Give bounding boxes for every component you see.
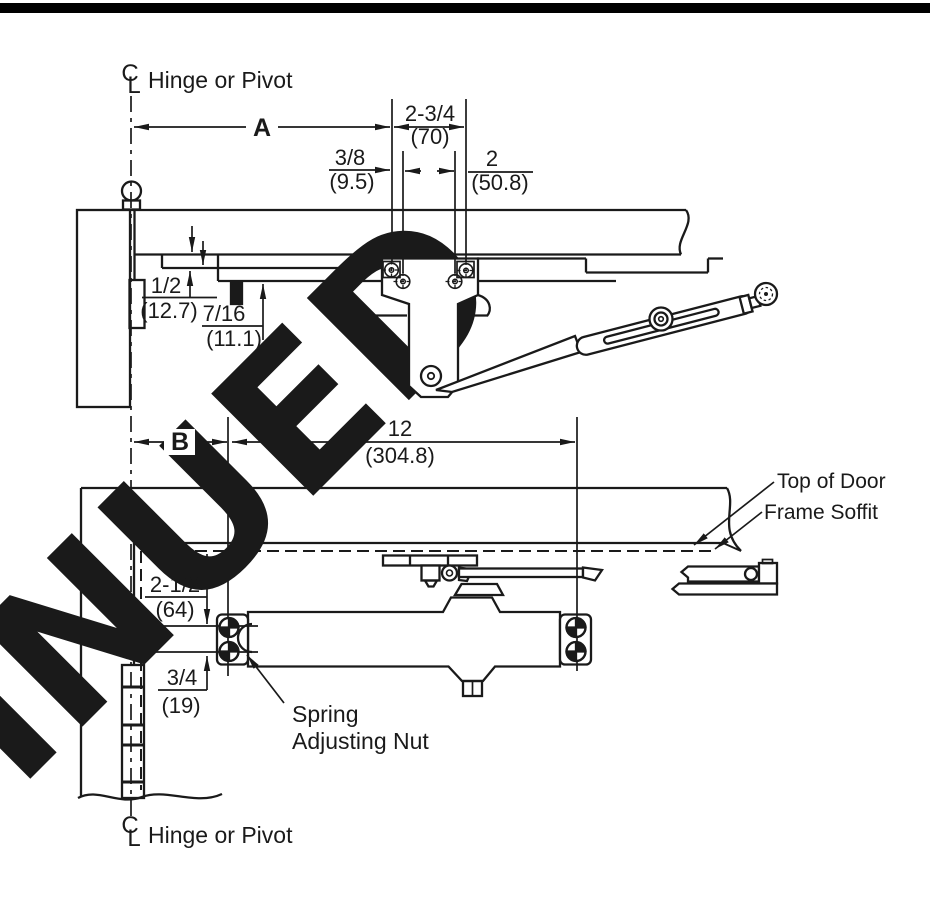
spring-adjusting-nut xyxy=(236,622,253,654)
top-view xyxy=(75,99,779,409)
door-break-line xyxy=(725,487,742,552)
dim-3-4-in: 3/4 xyxy=(167,665,198,690)
dim-7-16-in: 7/16 xyxy=(203,301,246,326)
arm-root-curl xyxy=(477,293,491,317)
line-art xyxy=(75,96,779,820)
dim-7-16-mm: (11.1) xyxy=(206,326,262,351)
label-backing xyxy=(246,113,278,140)
arm-pivot xyxy=(419,364,443,388)
top-of-door-leader xyxy=(693,481,775,546)
frame-soffit-leader xyxy=(714,511,763,550)
mount-screw-icon xyxy=(218,616,240,639)
dim-2-3-4-mm: (70) xyxy=(410,124,449,149)
dim-1-2-mm: (12.7) xyxy=(140,298,197,323)
arm-channel xyxy=(381,554,479,567)
dim-2-in: 2 xyxy=(486,146,498,171)
bottom-view xyxy=(77,417,779,801)
dim-a-label: A xyxy=(253,114,271,142)
hinge-pivot-label-bottom: Hinge or Pivot xyxy=(148,822,293,848)
centerline-symbol-top: C xyxy=(121,60,138,87)
hinge-leaf-plan xyxy=(128,278,146,330)
closer-body xyxy=(246,596,562,683)
dim-3-4-mm: (19) xyxy=(161,693,200,718)
frame-jamb xyxy=(75,208,132,409)
annotations: C L Hinge or Pivot A 2-3/4 (70) 3/8 (9.5… xyxy=(121,60,885,852)
break-wave xyxy=(77,792,223,801)
mount-screw-icon xyxy=(565,616,587,639)
dim-b-label: B xyxy=(171,428,189,456)
arm-elbow-block xyxy=(420,564,441,582)
dimensions xyxy=(134,123,775,704)
pinion-shoe xyxy=(452,582,505,597)
arm-bar xyxy=(457,567,585,579)
shoe-pin xyxy=(743,566,759,582)
mount-screw-icon xyxy=(218,640,240,663)
label-backing xyxy=(164,429,195,455)
centerline-symbol-top: L xyxy=(127,72,140,99)
dim-3-8-in: 3/8 xyxy=(335,145,366,170)
dim-2-mm: (50.8) xyxy=(471,170,528,195)
top-of-door-label: Top of Door xyxy=(777,470,886,493)
dim-2-1-2-mm: (64) xyxy=(155,597,194,622)
arm-shoe-strip-lower xyxy=(670,582,779,596)
frame-soffit-label: Frame Soffit xyxy=(764,501,878,524)
dim-2-3-4-in: 2-3/4 xyxy=(405,101,455,126)
spring-nut-label-line1: Spring xyxy=(292,701,358,727)
door-break-line xyxy=(678,209,690,255)
arm-bar-tip xyxy=(581,566,604,582)
arm-adjust-screw xyxy=(648,306,674,332)
dim-2-1-2-in: 2-1/2 xyxy=(150,572,200,597)
centerline-symbol-bottom: L xyxy=(127,825,140,852)
dim-1-2-in: 1/2 xyxy=(151,273,182,298)
dim-3-8-mm: (9.5) xyxy=(329,169,374,194)
hinge-leaf xyxy=(120,663,146,800)
spring-nut-label-line2: Adjusting Nut xyxy=(292,728,429,754)
mount-screw-icon xyxy=(565,640,587,663)
top-border-bar xyxy=(0,3,930,13)
hinge-pivot-label-top: Hinge or Pivot xyxy=(148,67,293,93)
arm-pin xyxy=(440,564,459,582)
fastener-side-view xyxy=(229,281,244,306)
centerline-symbol-bottom: C xyxy=(121,812,138,839)
dim-12-mm: (304.8) xyxy=(365,443,435,468)
closer-bracket xyxy=(380,257,480,399)
spring-nut-leader xyxy=(246,654,285,704)
dim-12-in: 12 xyxy=(388,416,412,441)
